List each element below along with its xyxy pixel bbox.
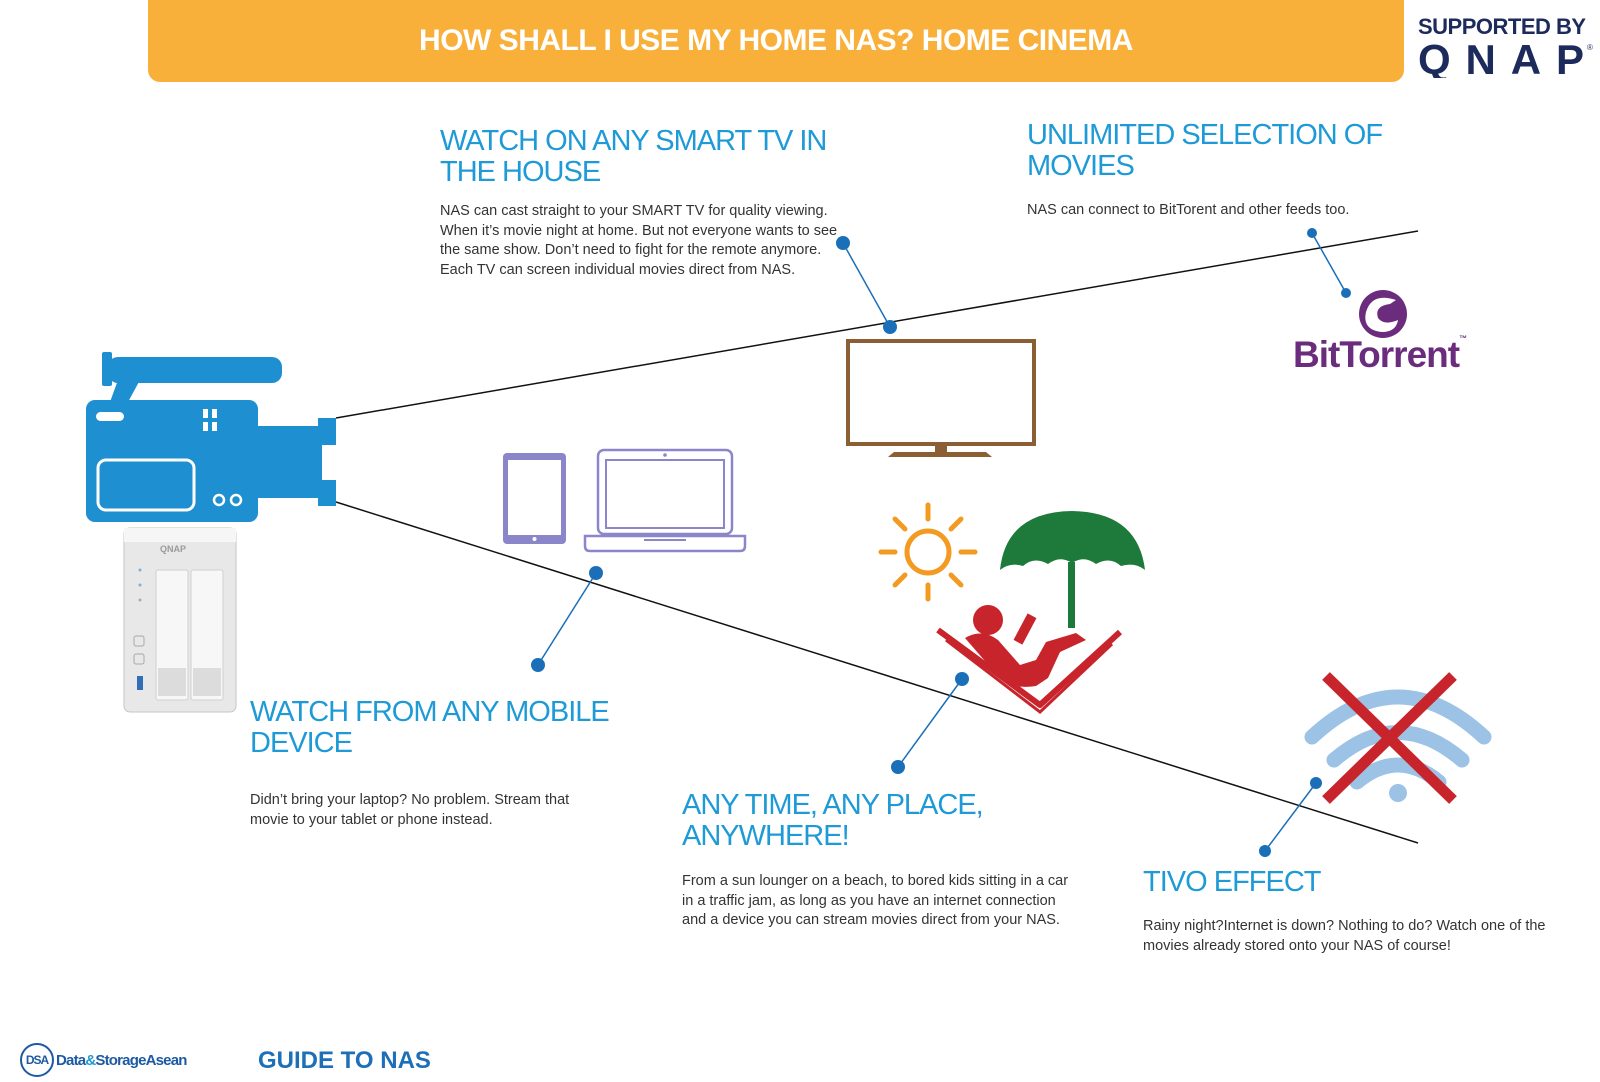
projection-line-bottom — [335, 501, 1419, 844]
callout-smart-tv — [836, 236, 897, 334]
laptop-icon — [583, 448, 747, 553]
page-title: HOW SHALL I USE MY HOME NAS? HOME CINEMA — [419, 24, 1133, 57]
title-banner: HOW SHALL I USE MY HOME NAS? HOME CINEMA — [148, 0, 1404, 82]
svg-text:QNAP: QNAP — [160, 544, 186, 554]
smart-tv-heading: WATCH ON ANY SMART TV IN THE HOUSE — [440, 125, 827, 188]
tv-icon — [846, 339, 1036, 457]
callout-anytime — [891, 672, 969, 774]
nas-device-icon: QNAP — [123, 527, 237, 713]
projection-line-top — [335, 230, 1419, 419]
guide-label: GUIDE TO NAS — [258, 1047, 431, 1074]
callout-mobile — [531, 566, 603, 672]
dsa-logo: DSA Data&StorageAsean — [20, 1043, 187, 1077]
unlimited-heading: UNLIMITED SELECTION OF MOVIES — [1027, 119, 1383, 182]
anytime-text: From a sun lounger on a beach, to bored … — [682, 873, 1069, 928]
dsa-badge: DSA — [20, 1043, 54, 1077]
tivo-heading: TIVO EFFECT — [1143, 866, 1322, 898]
qnap-logo: QNAP ® — [1418, 40, 1593, 78]
svg-text:®: ® — [1587, 43, 1593, 52]
wifi-off-icon — [1304, 672, 1492, 804]
bittorrent-icon — [1359, 290, 1407, 338]
callout-unlimited — [1307, 228, 1351, 298]
sun-lounger-icon — [936, 605, 1123, 714]
umbrella-icon — [1000, 511, 1145, 628]
tivo-text: Rainy night?Internet is down? Nothing to… — [1143, 918, 1546, 954]
bittorrent-logo: BitTorrent™ — [1293, 334, 1467, 375]
supported-by-label: SUPPORTED BY — [1418, 14, 1586, 39]
dsa-wordmark: Data&StorageAsean — [56, 1051, 187, 1069]
smart-tv-text: NAS can cast straight to your SMART TV f… — [440, 203, 838, 278]
mobile-heading: WATCH FROM ANY MOBILE DEVICE — [250, 696, 610, 759]
anytime-heading: ANY TIME, ANY PLACE, ANYWHERE! — [682, 789, 984, 852]
unlimited-text: NAS can connect to BitTorent and other f… — [1027, 202, 1350, 218]
tablet-icon — [503, 453, 566, 544]
video-camera-icon — [86, 352, 336, 522]
mobile-text: Didn’t bring your laptop? No problem. St… — [250, 792, 570, 828]
callout-tivo — [1259, 777, 1322, 857]
sun-icon — [878, 502, 978, 602]
